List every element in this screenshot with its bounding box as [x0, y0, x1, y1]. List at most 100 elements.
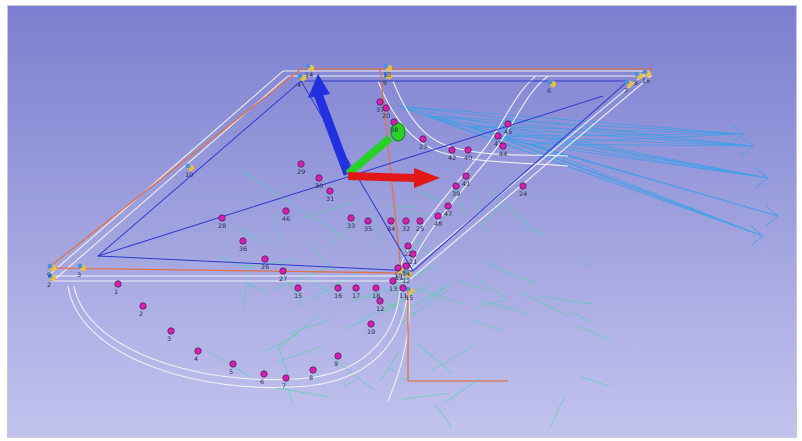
cyan-connector [527, 143, 779, 217]
point-marker[interactable]: 20 [382, 104, 390, 120]
point-marker[interactable]: 13 [389, 277, 397, 293]
green-connector [350, 282, 410, 302]
point-marker[interactable]: 32 [402, 217, 410, 233]
point-marker[interactable]: 17 [352, 284, 360, 300]
green-connector [219, 256, 253, 272]
point-marker[interactable]: 30 [315, 174, 323, 190]
point-marker[interactable]: 22 [404, 242, 412, 258]
green-connector [580, 376, 611, 387]
point-marker[interactable]: 40 [464, 146, 472, 162]
corner-junction[interactable]: 13 [383, 63, 393, 79]
point-marker[interactable]: 25 [416, 217, 424, 233]
junction-dot-blue [547, 79, 553, 85]
corner-junction[interactable]: 2 [47, 273, 57, 289]
point-marker[interactable]: 35 [364, 217, 372, 233]
corner-junction[interactable]: 8 [634, 71, 644, 87]
junction-dot-blue [383, 71, 389, 77]
point-marker[interactable]: 10 [394, 264, 402, 280]
point-marker[interactable]: 28 [218, 214, 226, 230]
point-marker[interactable]: 29 [297, 160, 305, 176]
point-marker[interactable]: 44 [499, 142, 507, 158]
point-marker[interactable]: 9 [334, 352, 342, 368]
corner-label: 16 [642, 77, 650, 85]
marker-dot [444, 202, 452, 210]
point-marker[interactable]: 37 [376, 98, 384, 114]
point-marker[interactable]: 31 [326, 187, 334, 203]
point-marker[interactable]: 6 [260, 370, 268, 386]
point-marker[interactable]: 5 [229, 360, 237, 376]
point-marker[interactable]: 11 [399, 284, 407, 300]
point-marker[interactable]: 33 [347, 214, 355, 230]
marker-dot [504, 120, 512, 128]
point-marker[interactable]: 36 [239, 237, 247, 253]
point-marker[interactable]: 26 [261, 255, 269, 271]
corner-junction[interactable]: 14 [305, 63, 315, 79]
point-marker[interactable]: 39 [452, 182, 460, 198]
green-connector [311, 245, 334, 271]
point-marker[interactable]: 46 [282, 207, 290, 223]
corner-junction[interactable]: 4 [297, 73, 307, 89]
point-marker[interactable]: 16 [334, 284, 342, 300]
point-marker[interactable]: 24 [519, 182, 527, 198]
point-marker[interactable]: 18 [372, 284, 380, 300]
viewport-background [8, 6, 796, 437]
point-marker[interactable]: 34 [387, 217, 395, 233]
corner-junction[interactable]: 15 [405, 286, 415, 302]
axis-y-arrow[interactable] [345, 134, 393, 178]
point-marker[interactable]: 3 [167, 327, 175, 343]
marker-dot [402, 217, 410, 225]
corner-junction[interactable]: 12 [402, 269, 412, 285]
marker-label: 16 [334, 292, 342, 300]
marker-label: 33 [347, 222, 355, 230]
point-marker[interactable]: 41 [462, 172, 470, 188]
point-marker[interactable]: 43 [494, 132, 502, 148]
marker-label: 39 [452, 190, 460, 198]
point-marker[interactable]: 7 [282, 374, 290, 390]
corner-junction[interactable]: 3 [77, 263, 87, 279]
green-connector [446, 378, 480, 403]
point-marker[interactable]: 48 [434, 212, 442, 228]
point-marker[interactable]: 19 [367, 320, 375, 336]
marker-dot [416, 217, 424, 225]
axes-gizmo[interactable] [308, 74, 440, 188]
cyan-arrow-head [730, 123, 744, 145]
corner-label: 4 [297, 81, 301, 89]
corner-junction[interactable]: 6 [547, 79, 557, 95]
marker-dot [376, 297, 384, 305]
corner-junction[interactable]: 10 [185, 163, 195, 179]
point-marker[interactable]: 38 [390, 118, 398, 134]
green-connector [237, 228, 263, 243]
point-marker[interactable]: 15 [294, 284, 302, 300]
point-marker[interactable]: 45 [504, 120, 512, 136]
point-marker[interactable]: 4 [194, 347, 202, 363]
point-marker[interactable]: 21 [409, 250, 417, 266]
corner-junction[interactable]: 7 [624, 79, 634, 95]
point-marker[interactable]: 47 [444, 202, 452, 218]
marker-label: 29 [297, 168, 305, 176]
marker-label: 1 [114, 288, 118, 296]
axis-z-arrow[interactable] [313, 92, 353, 176]
marker-label: 42 [448, 154, 456, 162]
green-connector [368, 209, 383, 244]
point-marker[interactable]: 1 [114, 280, 122, 296]
corner-junction[interactable]: 9 [47, 263, 57, 279]
marker-label: 45 [504, 128, 512, 136]
point-marker[interactable]: 42 [448, 146, 456, 162]
corner-junction[interactable]: 5 [383, 71, 393, 87]
marker-dot [419, 135, 427, 143]
cyan-arrow-head [740, 135, 754, 157]
point-marker[interactable]: 12 [376, 297, 384, 313]
corner-junction[interactable]: 16 [642, 69, 652, 85]
point-marker[interactable]: 27 [279, 267, 287, 283]
point-marker[interactable]: 14 [402, 262, 410, 278]
point-marker[interactable]: 2 [139, 302, 147, 318]
junction-dot-blue [642, 69, 648, 75]
green-connector [473, 298, 507, 309]
point-marker[interactable]: 8 [309, 366, 317, 382]
point-marker[interactable]: 23 [419, 135, 427, 151]
marker-label: 5 [229, 368, 233, 376]
corner-label: 7 [624, 87, 628, 95]
axis-x-arrow[interactable] [347, 172, 417, 182]
